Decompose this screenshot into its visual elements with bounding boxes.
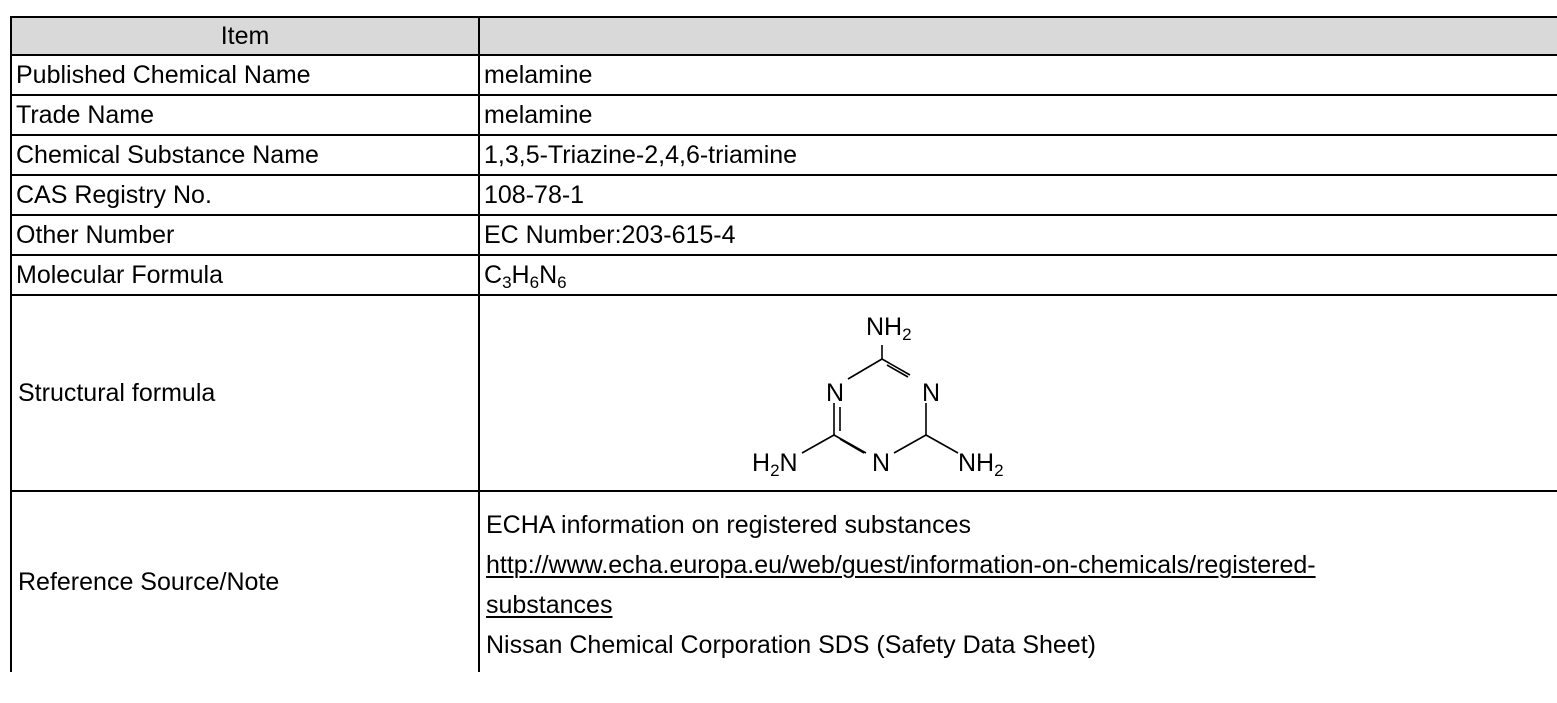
ring-nitrogen-left: N [826,379,844,407]
molecular-formula-value: C3H6N6 [478,254,1557,296]
ring-nitrogen-bottom: N [872,449,890,477]
table-row: CAS Registry No. 108-78-1 [10,174,1557,216]
header-item-cell: Item [10,16,480,56]
row-label: Chemical Substance Name [10,134,480,176]
reference-cell: ECHA information on registered substance… [478,490,1557,672]
structural-formula-row: Structural formula NH2 [10,294,1557,492]
table-row: Published Chemical Name melamine [10,54,1557,96]
table-row: Other Number EC Number:203-615-4 [10,214,1557,256]
reference-row: Reference Source/Note ECHA information o… [10,490,1557,672]
row-label: Published Chemical Name [10,54,480,96]
echa-link-continued[interactable]: substances [486,591,613,619]
row-label: CAS Registry No. [10,174,480,216]
chemical-info-table: Item Published Chemical Name melamine Tr… [10,16,1557,672]
left-amine-group: H2N [752,449,798,480]
row-value: EC Number:203-615-4 [478,214,1557,256]
row-label: Structural formula [10,294,480,492]
header-row: Item [10,16,1557,56]
table-row: Chemical Substance Name 1,3,5-Triazine-2… [10,134,1557,176]
ring-nitrogen-right: N [922,379,940,407]
row-value: melamine [478,54,1557,96]
row-value: 1,3,5-Triazine-2,4,6-triamine [478,134,1557,176]
structural-formula-cell: NH2 N N N H2N NH2 [478,294,1557,492]
row-value: 108-78-1 [478,174,1557,216]
echa-link[interactable]: http://www.echa.europa.eu/web/guest/info… [486,551,1316,579]
right-amine-group: NH2 [958,449,1004,480]
ring-bonds [801,345,959,454]
reference-source-text: ECHA information on registered substance… [486,511,971,539]
header-value-cell [478,16,1557,56]
row-label: Other Number [10,214,480,256]
row-label: Reference Source/Note [10,490,480,672]
table-row: Trade Name melamine [10,94,1557,136]
row-label: Molecular Formula [10,254,480,296]
top-amine-group: NH2 [866,313,912,344]
row-value: melamine [478,94,1557,136]
molecular-formula-row: Molecular Formula C3H6N6 [10,254,1557,296]
row-label: Trade Name [10,94,480,136]
sds-reference-text: Nissan Chemical Corporation SDS (Safety … [486,631,1096,659]
melamine-structure-diagram: NH2 N N N H2N NH2 [752,313,1004,480]
